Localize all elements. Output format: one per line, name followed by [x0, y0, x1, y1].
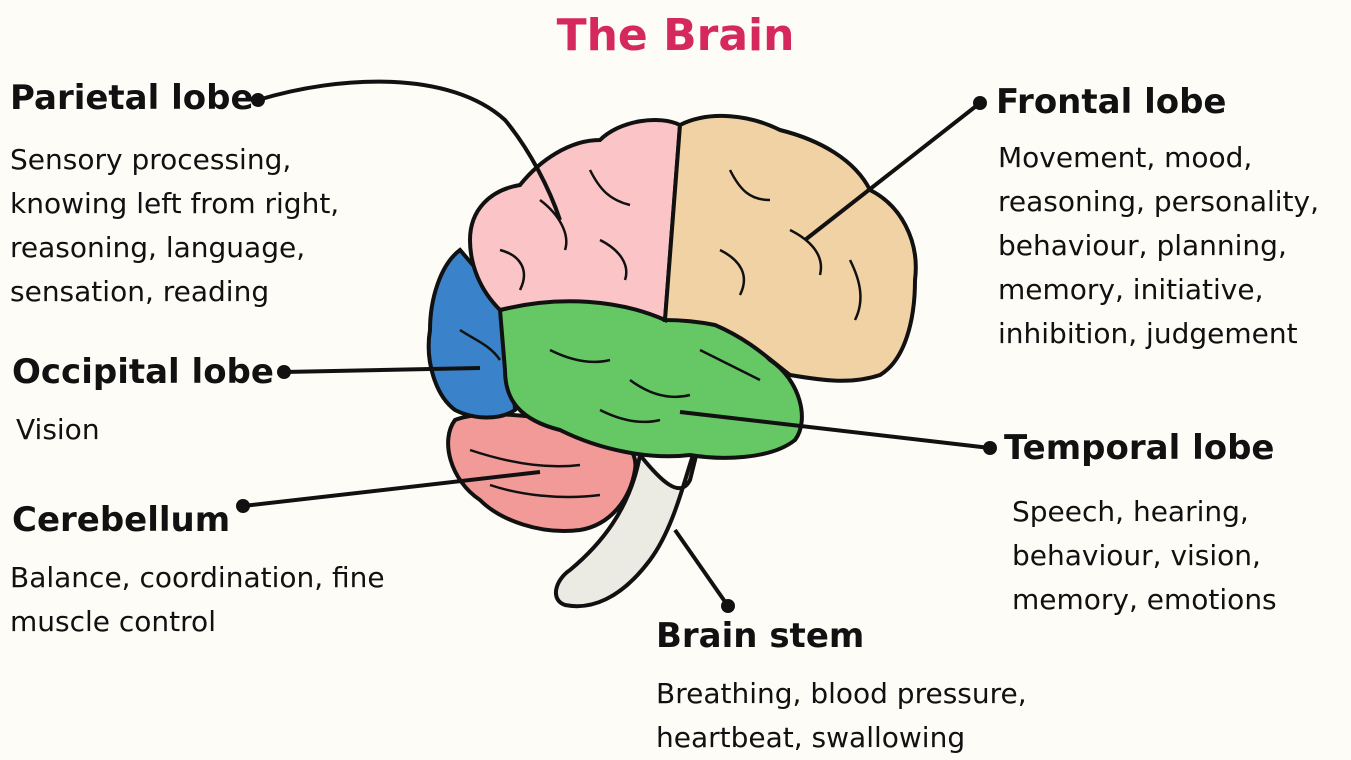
frontal-line: Movement, mood,	[998, 136, 1319, 180]
parietal-lobe-region	[470, 120, 680, 320]
temporal-lobe-label: Temporal lobe	[1004, 428, 1274, 468]
cerebellum-line: muscle control	[10, 600, 385, 644]
brain-stem-line: heartbeat, swallowing	[656, 716, 1027, 760]
frontal-lobe-label: Frontal lobe	[996, 82, 1226, 122]
frontal-line: inhibition, judgement	[998, 312, 1319, 356]
parietal-lobe-description: Sensory processing, knowing left from ri…	[10, 138, 339, 314]
frontal-line: behaviour, planning,	[998, 224, 1319, 268]
occipital-lobe-description: Vision	[16, 408, 100, 452]
cerebellum-description: Balance, coordination, fine muscle contr…	[10, 556, 385, 644]
temporal-line: memory, emotions	[1012, 578, 1277, 622]
parietal-line: knowing left from right,	[10, 182, 339, 226]
frontal-line: memory, initiative,	[998, 268, 1319, 312]
parietal-line: sensation, reading	[10, 270, 339, 314]
frontal-dot	[973, 96, 987, 110]
brain-stem-connector	[675, 530, 728, 606]
parietal-line: Sensory processing,	[10, 138, 339, 182]
cerebellum-dot	[236, 499, 250, 513]
brain-stem-label: Brain stem	[656, 616, 864, 656]
temporal-dot	[983, 441, 997, 455]
brain-stem-line: Breathing, blood pressure,	[656, 672, 1027, 716]
occipital-dot	[277, 365, 291, 379]
brain-stem-description: Breathing, blood pressure, heartbeat, sw…	[656, 672, 1027, 760]
brain-stem-dot	[721, 599, 735, 613]
occipital-lobe-label: Occipital lobe	[12, 352, 274, 392]
occipital-line: Vision	[16, 408, 100, 452]
diagram-title: The Brain	[0, 10, 1351, 61]
frontal-lobe-description: Movement, mood, reasoning, personality, …	[998, 136, 1319, 356]
temporal-lobe-description: Speech, hearing, behaviour, vision, memo…	[1012, 490, 1277, 622]
cerebellum-label: Cerebellum	[12, 500, 230, 540]
temporal-line: Speech, hearing,	[1012, 490, 1277, 534]
parietal-line: reasoning, language,	[10, 226, 339, 270]
frontal-line: reasoning, personality,	[998, 180, 1319, 224]
temporal-line: behaviour, vision,	[1012, 534, 1277, 578]
cerebellum-line: Balance, coordination, fine	[10, 556, 385, 600]
parietal-lobe-label: Parietal lobe	[10, 78, 254, 118]
